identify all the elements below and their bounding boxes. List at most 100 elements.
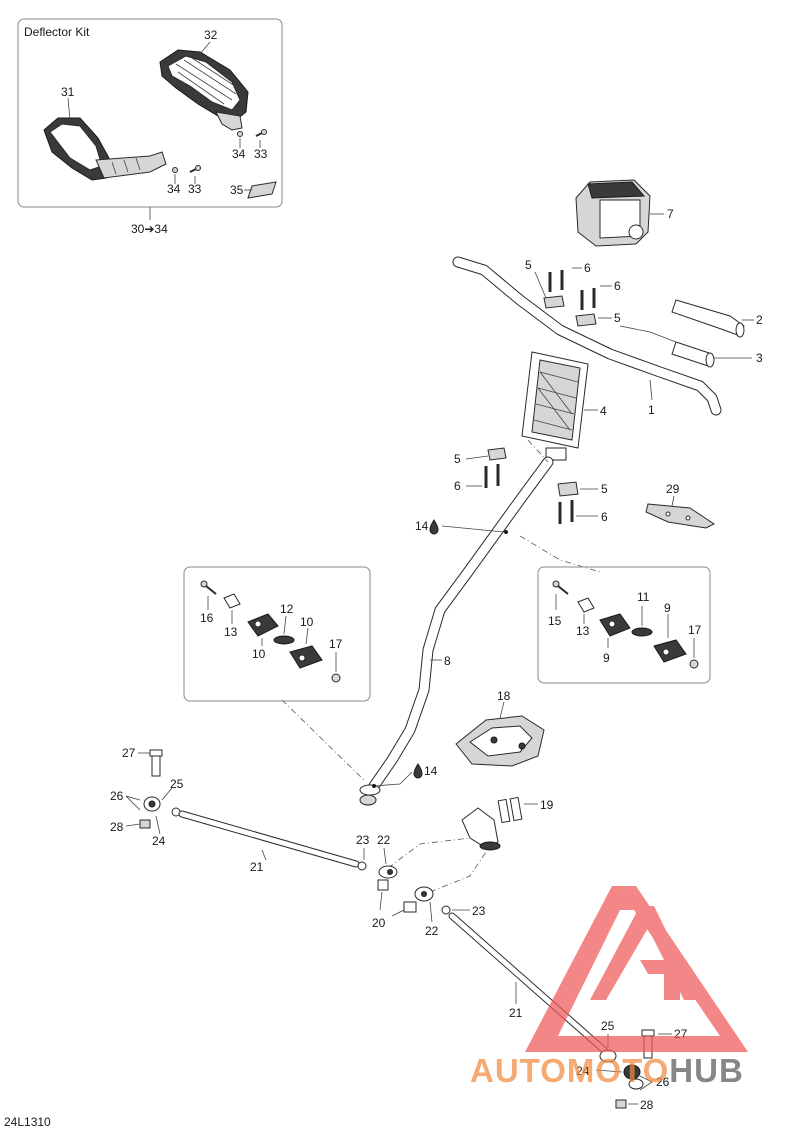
bolt-27-left [149,749,163,777]
label-32: 32 [204,28,218,42]
label-5-b: 5 [614,311,621,325]
label-20: 20 [372,916,386,930]
label-14-a: 14 [415,519,429,533]
label-28-b: 28 [640,1098,654,1112]
label-22-b: 22 [425,924,439,938]
handlebar-1 [452,256,722,416]
label-21-b: 21 [509,1006,523,1020]
spacer-20-a [377,879,389,891]
label-12: 12 [280,602,294,616]
label-11: 11 [637,590,650,604]
label-26-b: 26 [656,1075,670,1089]
grease-drop-icon-upper [429,519,439,535]
label-24-b: 24 [576,1064,590,1078]
rod-end-22-b [414,886,434,902]
label-2: 2 [756,313,763,327]
watermark-word-1: AUTO [470,1052,567,1089]
pad-cover-7 [575,179,651,247]
label-10-b: 10 [252,647,266,661]
screw-6-lower-right [558,500,574,524]
watermark-text: AUTOMOTOHUB [470,1052,744,1089]
label-5-c: 5 [454,452,461,466]
watermark-word-3: HUB [669,1052,744,1089]
label-13-a: 13 [224,625,238,639]
washer-23-b [441,905,451,915]
label-17-b: 17 [688,623,702,637]
label-24-a: 24 [152,834,166,848]
ring-12 [273,635,295,645]
rod-end-24-right [623,1064,644,1090]
clamp-5-lower-right [557,481,579,497]
tie-rod-21-upper [178,810,360,868]
label-14-b: 14 [424,764,438,778]
label-29: 29 [666,482,680,496]
handguard-31 [43,117,167,181]
label-25-b: 25 [601,1019,615,1033]
grip-2 [671,299,745,338]
label-27-a: 27 [122,746,136,760]
label-9-a: 9 [603,651,610,665]
detail-box-left [183,566,371,702]
clamp-5-upper-right [575,313,597,327]
screw-33-bottom [189,165,201,173]
clamp-5-lower-left [487,447,507,461]
label-6-b: 6 [614,279,621,293]
screw-34-bottom [172,167,178,173]
label-33-top: 33 [254,147,268,161]
ring-11 [631,627,653,637]
tie-rod-21-lower [448,912,608,1054]
nut-28-left [139,819,151,829]
label-35: 35 [230,183,244,197]
label-34-bottom: 34 [167,182,181,196]
rod-end-22-a [378,865,398,879]
kit-range-label: 30➔34 [131,222,168,236]
label-16: 16 [200,611,214,625]
label-6-c: 6 [454,479,461,493]
label-17-a: 17 [329,637,343,651]
grip-3 [671,341,715,368]
clamp-5-upper-left [543,295,565,309]
label-21-a: 21 [250,860,264,874]
screw-33-top [255,129,267,137]
label-15: 15 [548,614,562,628]
boot-18 [455,715,545,767]
clamp-9-lower [653,639,687,663]
spacer-13-left [223,593,241,609]
label-5-a: 5 [525,258,532,272]
steering-column-8 [359,456,554,806]
label-22-a: 22 [377,833,391,847]
clamp-10-lower [289,645,323,669]
label-26-a: 26 [110,789,124,803]
watermark-triangle-icon [525,886,748,1052]
label-18: 18 [497,689,511,703]
rod-end-25-left [143,796,161,812]
handguard-32 [159,49,249,131]
bolt-15 [552,580,569,595]
screw-34-top [237,131,243,137]
label-13-b: 13 [576,624,590,638]
label-34-top: 34 [232,147,246,161]
label-33-bottom: 33 [188,182,202,196]
label-8: 8 [444,654,451,668]
detail-box-right [537,566,711,684]
label-5-d: 5 [601,482,608,496]
screw-6-lower-left [484,464,500,488]
bolt-16 [200,580,217,595]
screw-6-upper [548,270,596,310]
label-23-a: 23 [356,833,370,847]
label-1: 1 [648,403,655,417]
watermark-logo: AUTOMOTOHUB [470,886,748,1089]
label-10-a: 10 [300,615,314,629]
label-28-a: 28 [110,820,124,834]
riser-4 [521,351,589,461]
kit-title: Deflector Kit [24,25,90,39]
figure-code: 24L1310 [4,1115,51,1129]
pad-29 [645,503,715,529]
label-19: 19 [540,798,554,812]
spacer-20-b [403,901,417,913]
label-6-a: 6 [584,261,591,275]
label-25-a: 25 [170,777,184,791]
nut-17-right [689,659,699,669]
